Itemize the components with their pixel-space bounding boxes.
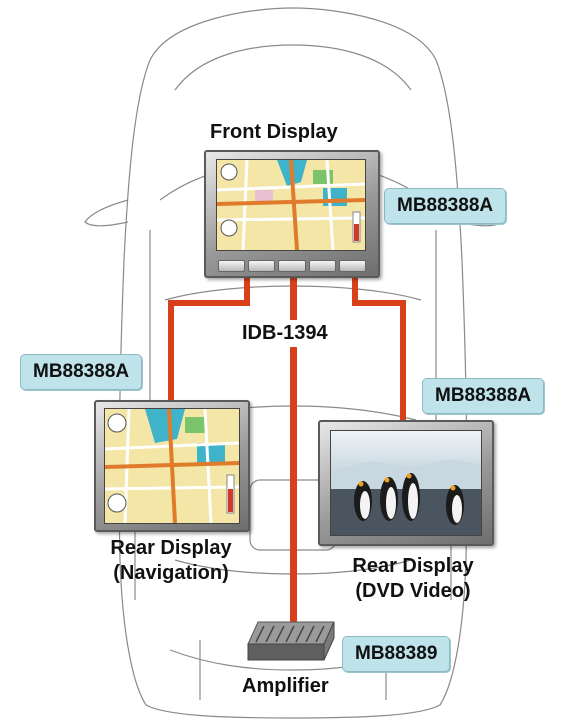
wire-right-vertical xyxy=(400,300,406,422)
rear-dvd-monitor xyxy=(318,420,494,546)
amplifier-chip: MB88389 xyxy=(342,636,451,672)
rear-nav-label-line1: Rear Display xyxy=(110,537,232,559)
rear-nav-label: Rear Display (Navigation) xyxy=(88,536,254,586)
map-graphic xyxy=(105,409,239,523)
penguin-video-frame xyxy=(331,431,481,535)
front-display-monitor xyxy=(204,150,380,278)
amplifier-label: Amplifier xyxy=(242,675,329,697)
rear-dvd-label-line2: (DVD Video) xyxy=(355,580,471,602)
rear-nav-map xyxy=(104,408,240,524)
front-display-buttons xyxy=(218,260,367,272)
wire-left-horizontal xyxy=(168,300,250,306)
rear-nav-monitor xyxy=(94,400,250,532)
wire-amplifier-trunk xyxy=(290,276,297,624)
wire-left-vertical xyxy=(168,300,174,402)
rear-dvd-video xyxy=(330,430,482,536)
wire-front-right-drop xyxy=(352,276,358,306)
front-display-label: Front Display xyxy=(210,121,338,143)
rear-nav-chip: MB88388A xyxy=(20,354,143,390)
rear-dvd-label-line1: Rear Display xyxy=(352,555,474,577)
rear-nav-label-line2: (Navigation) xyxy=(113,562,229,584)
wire-front-left-drop xyxy=(244,276,250,306)
front-display-map xyxy=(216,159,366,251)
map-graphic xyxy=(217,160,365,250)
rear-dvd-label: Rear Display (DVD Video) xyxy=(330,554,496,604)
bus-label: IDB-1394 xyxy=(236,320,334,347)
amplifier-device xyxy=(247,621,335,661)
wire-right-horizontal xyxy=(352,300,406,306)
rear-dvd-chip: MB88388A xyxy=(422,378,545,414)
front-display-chip: MB88388A xyxy=(384,188,507,224)
